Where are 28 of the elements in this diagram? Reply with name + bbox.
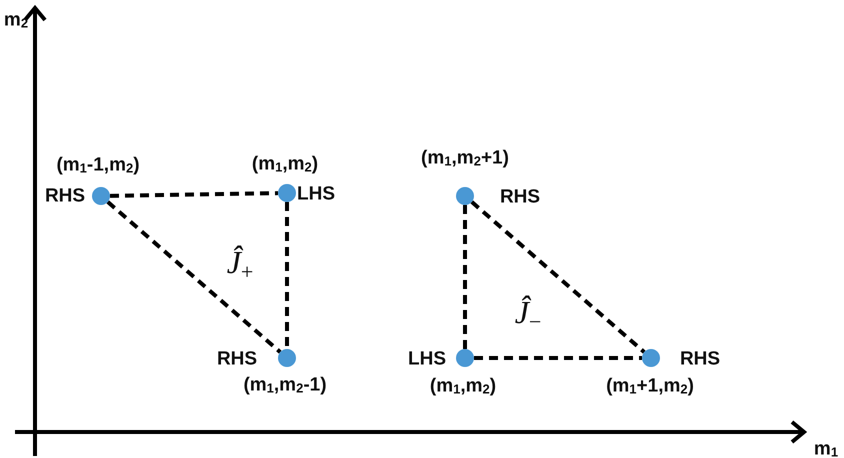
side-label: RHS — [680, 350, 720, 368]
axis-label: m$_{1}$ — [814, 440, 838, 458]
point-marker — [278, 184, 296, 202]
point-marker — [92, 187, 110, 205]
dashed-line — [463, 205, 467, 349]
point-marker — [456, 349, 474, 367]
axis-label: m$_{2}$ — [4, 10, 28, 30]
point-marker — [278, 349, 296, 367]
coordinate-label: (m$_{1}$,m$_{2}$+1) — [421, 148, 509, 168]
coordinate-label: (m$_{1}$,m$_{2}$) — [252, 154, 318, 174]
operator-label: Ĵ$_{−}$ — [514, 296, 542, 328]
point-marker — [642, 349, 660, 367]
dashed-line — [474, 356, 642, 360]
side-label: RHS — [216, 350, 258, 368]
dashed-line — [285, 202, 289, 349]
dashed-line — [110, 191, 278, 198]
coordinate-label: (m$_{1}$+1,m$_{2}$) — [606, 376, 694, 396]
coordinate-label: (m$_{1}$,m$_{2}$) — [430, 376, 496, 396]
dashed-line — [106, 200, 282, 354]
side-label: LHS — [297, 184, 335, 204]
side-label: LHS — [408, 350, 446, 368]
coordinate-label: (m$_{1}$-1,m$_{2}$) — [56, 156, 140, 174]
side-label: RHS — [44, 186, 86, 206]
side-label: RHS — [500, 188, 540, 206]
operator-label: Ĵ$_{+}$ — [226, 246, 254, 278]
point-marker — [456, 187, 474, 205]
coordinate-label: (m$_{1}$,m$_{2}$-1) — [243, 376, 327, 394]
dashed-line — [470, 200, 646, 354]
